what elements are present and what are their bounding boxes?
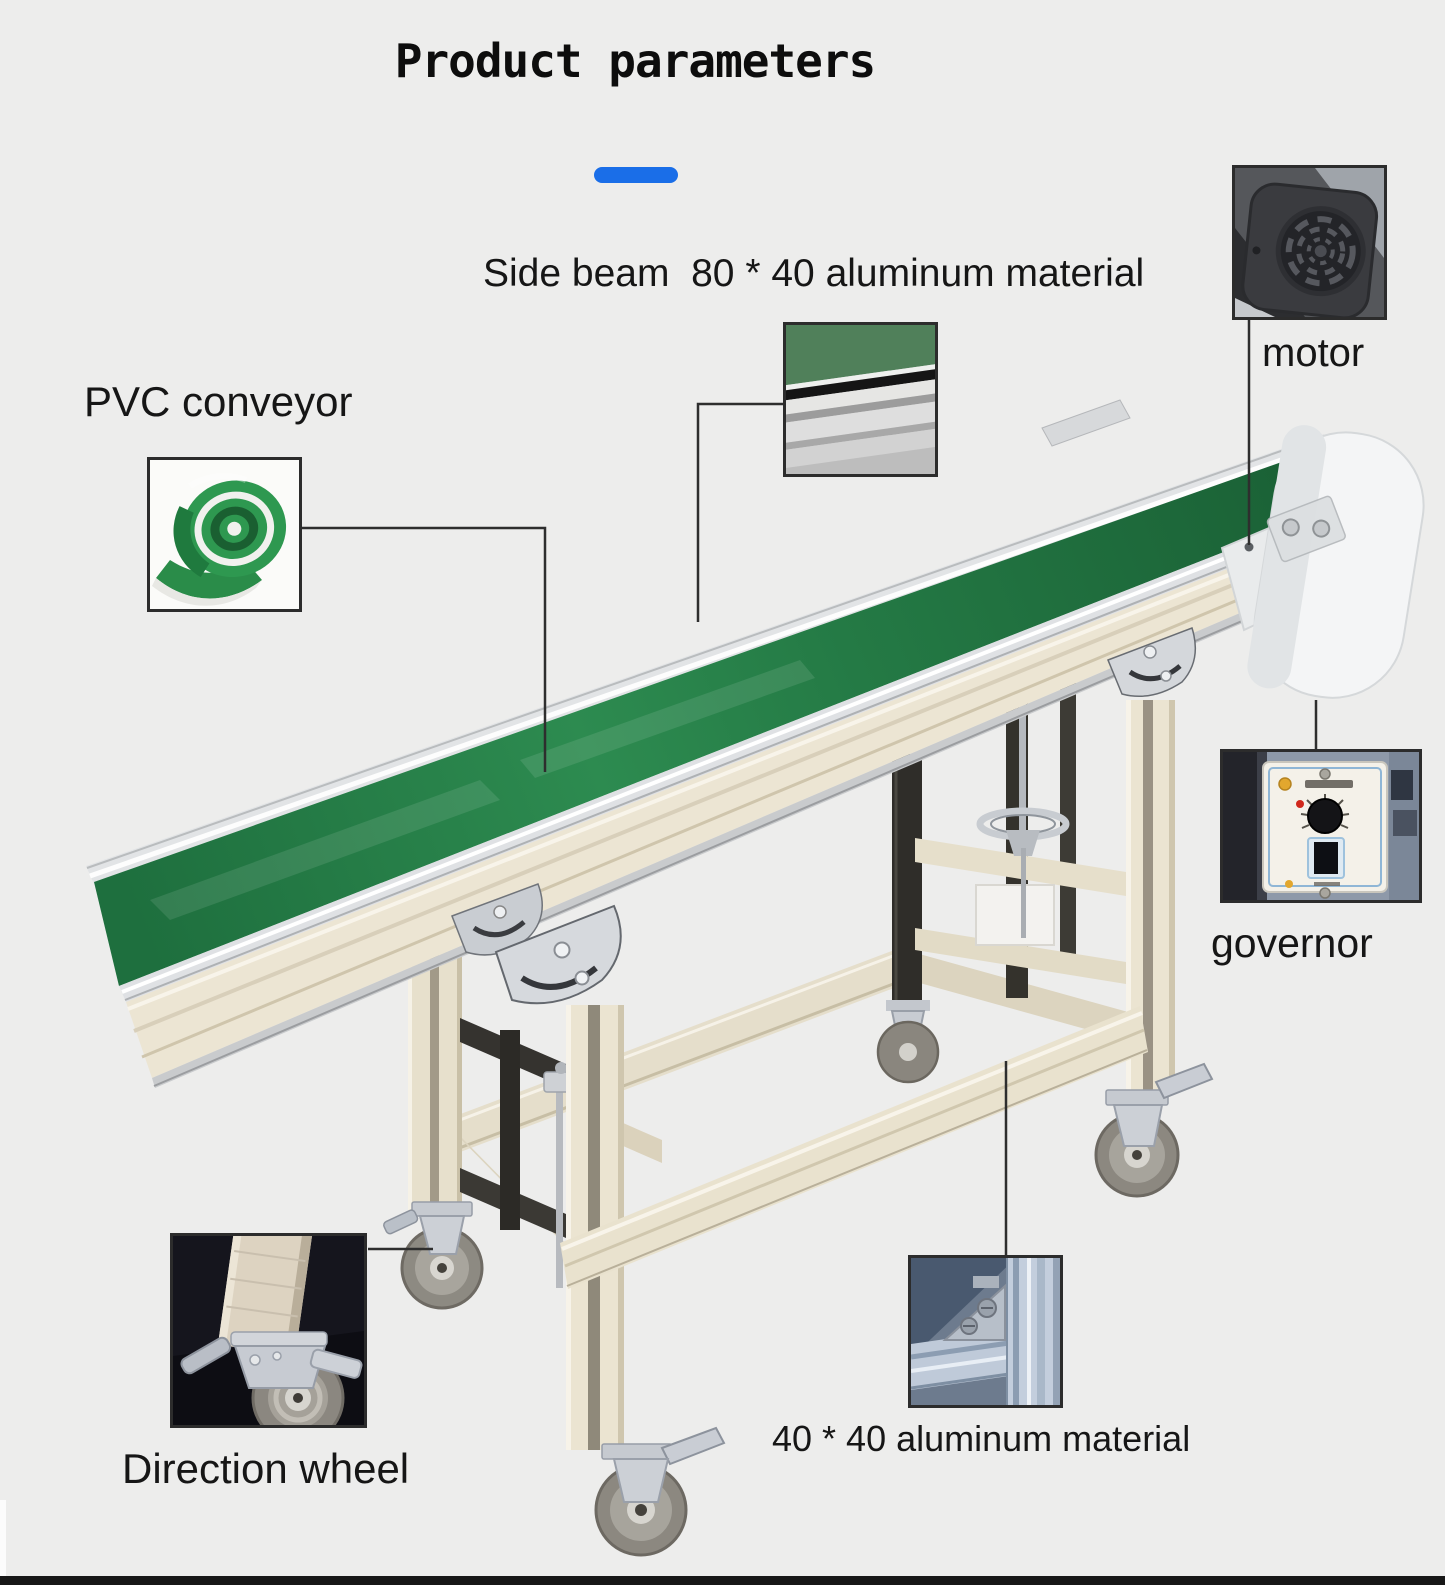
- inset-motor: [1232, 165, 1387, 320]
- side-beam-callout-line: [696, 402, 783, 622]
- inset-pvc-conveyor: [147, 457, 302, 612]
- pvc-callout-line: [302, 526, 547, 772]
- mount-plate: [975, 884, 1055, 946]
- corner-bracket-image: [911, 1258, 1060, 1405]
- bottom-edge-bar: [0, 1576, 1445, 1585]
- speed-knob: [1307, 798, 1343, 834]
- drum-clamp: [1266, 495, 1346, 563]
- pvc-roll-image: [150, 460, 299, 609]
- label-side-beam: Side beam 80 * 40 aluminum material: [483, 252, 1145, 295]
- governor-image: [1223, 752, 1419, 900]
- inset-governor: [1220, 749, 1422, 903]
- label-40x40-aluminum: 40 * 40 aluminum material: [772, 1418, 1191, 1459]
- drive-drum-assembly: [1220, 425, 1425, 699]
- label-motor: motor: [1262, 331, 1365, 375]
- belt-assembly: [86, 399, 1369, 1088]
- caster-wheel-brake: [1094, 1062, 1214, 1198]
- brake-pedal: [309, 1348, 363, 1379]
- inset-side-beam: [783, 322, 938, 477]
- direction-wheel-image: [173, 1236, 364, 1425]
- label-direction-wheel: Direction wheel: [122, 1445, 410, 1492]
- motor-mount-block: [1041, 399, 1131, 447]
- swivel-fork: [233, 1345, 327, 1389]
- knob-ticks: [1300, 794, 1350, 829]
- label-governor: governor: [1211, 920, 1373, 966]
- page-title: Product parameters: [394, 34, 877, 88]
- belt-surface: [94, 446, 1346, 986]
- inset-40x40-aluminum: [908, 1255, 1063, 1408]
- side-beam-image: [786, 325, 935, 474]
- title-underline: [594, 167, 678, 183]
- caster-wheel: [876, 1000, 940, 1084]
- inset-direction-wheel: [170, 1233, 367, 1428]
- left-trestle: [383, 952, 1148, 1557]
- caster-wheel: [383, 1201, 484, 1310]
- leg-brackets: [451, 627, 1197, 1005]
- label-pvc-conveyor: PVC conveyor: [84, 378, 353, 425]
- height-adjust-screw: [976, 688, 1070, 938]
- motor-image: [1235, 168, 1384, 317]
- left-edge-sliver: [0, 1500, 6, 1576]
- caster-wheel-brake: [594, 1426, 726, 1557]
- right-trestle: [876, 672, 1214, 1198]
